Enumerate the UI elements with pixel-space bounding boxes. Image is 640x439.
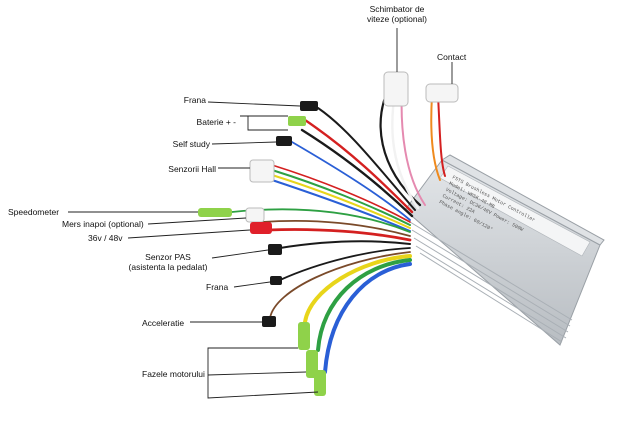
wire-hall-yellow (271, 174, 411, 229)
controller-sticker (439, 165, 591, 257)
connector-hall (249, 159, 275, 183)
label-frana-bottom: Frana (206, 282, 229, 292)
label-schimbator-line2: viteze (optional) (366, 14, 427, 24)
wire-reverse (261, 220, 411, 237)
leader-frana-bottom (233, 281, 271, 288)
connector-self-study (276, 136, 292, 146)
wire-brake-top (317, 107, 416, 211)
leader-fazele-mid (207, 371, 307, 376)
connector-power-red (250, 222, 272, 234)
leader-self-study (211, 141, 277, 145)
label-schimbator-line1: Schimbator de (369, 4, 425, 14)
connector-brake-bottom (270, 276, 282, 285)
wire-brake-bottom (279, 247, 411, 281)
label-self-study: Self study (172, 139, 210, 149)
leader-senzor-pas (211, 249, 269, 259)
label-baterie: Baterie + - (196, 117, 236, 127)
wire-pas (279, 240, 411, 249)
wire-hall-blue (271, 179, 411, 232)
controller-top-face (441, 154, 605, 246)
label-mers-inapoi: Mers inapoi (optional) (62, 219, 144, 229)
label-senzor-pas: Senzor PAS (asistenta la pedalat) (118, 252, 218, 272)
connector-reverse (245, 207, 265, 223)
wire-battery-red (300, 116, 414, 214)
label-speedometer: Speedometer (8, 207, 60, 217)
label-schimbator: Schimbator de viteze (optional) (352, 4, 442, 24)
connector-speedometer (198, 208, 232, 217)
label-contact: Contact (437, 52, 467, 62)
wire-contact-red (437, 95, 446, 177)
wire-power-red (266, 228, 412, 242)
label-senzorii-hall: Senzorii Hall (168, 164, 216, 174)
controller-fins (409, 221, 573, 343)
wire-battery-black (300, 128, 414, 218)
wire-phase-yellow (303, 254, 412, 324)
connectors (198, 71, 459, 396)
wire-throttle (269, 251, 411, 319)
connector-phase-1 (298, 322, 310, 350)
connector-phase-3 (314, 370, 326, 396)
leader-baterie (247, 116, 288, 131)
wire-hall-red (271, 164, 411, 223)
leader-mers-inapoi (147, 217, 247, 225)
wire-hall-green (271, 169, 411, 226)
leader-frana-top (207, 101, 301, 107)
wire-contact-orange (430, 95, 441, 181)
label-voltaj: 36v / 48v (88, 233, 123, 243)
leader-voltaj (127, 229, 251, 239)
label-frana-top: Frana (183, 95, 206, 105)
label-senzor-pas-line1: Senzor PAS (145, 252, 191, 262)
connector-contact (425, 83, 459, 103)
connector-brake-top (300, 101, 318, 111)
wire-self-study (291, 141, 411, 221)
connector-shifter (383, 71, 409, 107)
connector-pas (268, 244, 282, 255)
label-senzor-pas-line2: (asistenta la pedalat) (128, 262, 208, 272)
label-acceleratie: Acceleratie (142, 318, 185, 328)
wire-phase-blue (323, 262, 412, 374)
leader-fazele (207, 347, 319, 399)
wire-phase-green (316, 258, 412, 352)
connector-battery-green (288, 116, 306, 126)
connector-throttle (262, 316, 276, 327)
leader-lines (68, 28, 453, 399)
controller-box: FSTS Brushless Motor Controller Model: W… (404, 154, 605, 346)
label-fazele: Fazele motorului (142, 369, 205, 379)
